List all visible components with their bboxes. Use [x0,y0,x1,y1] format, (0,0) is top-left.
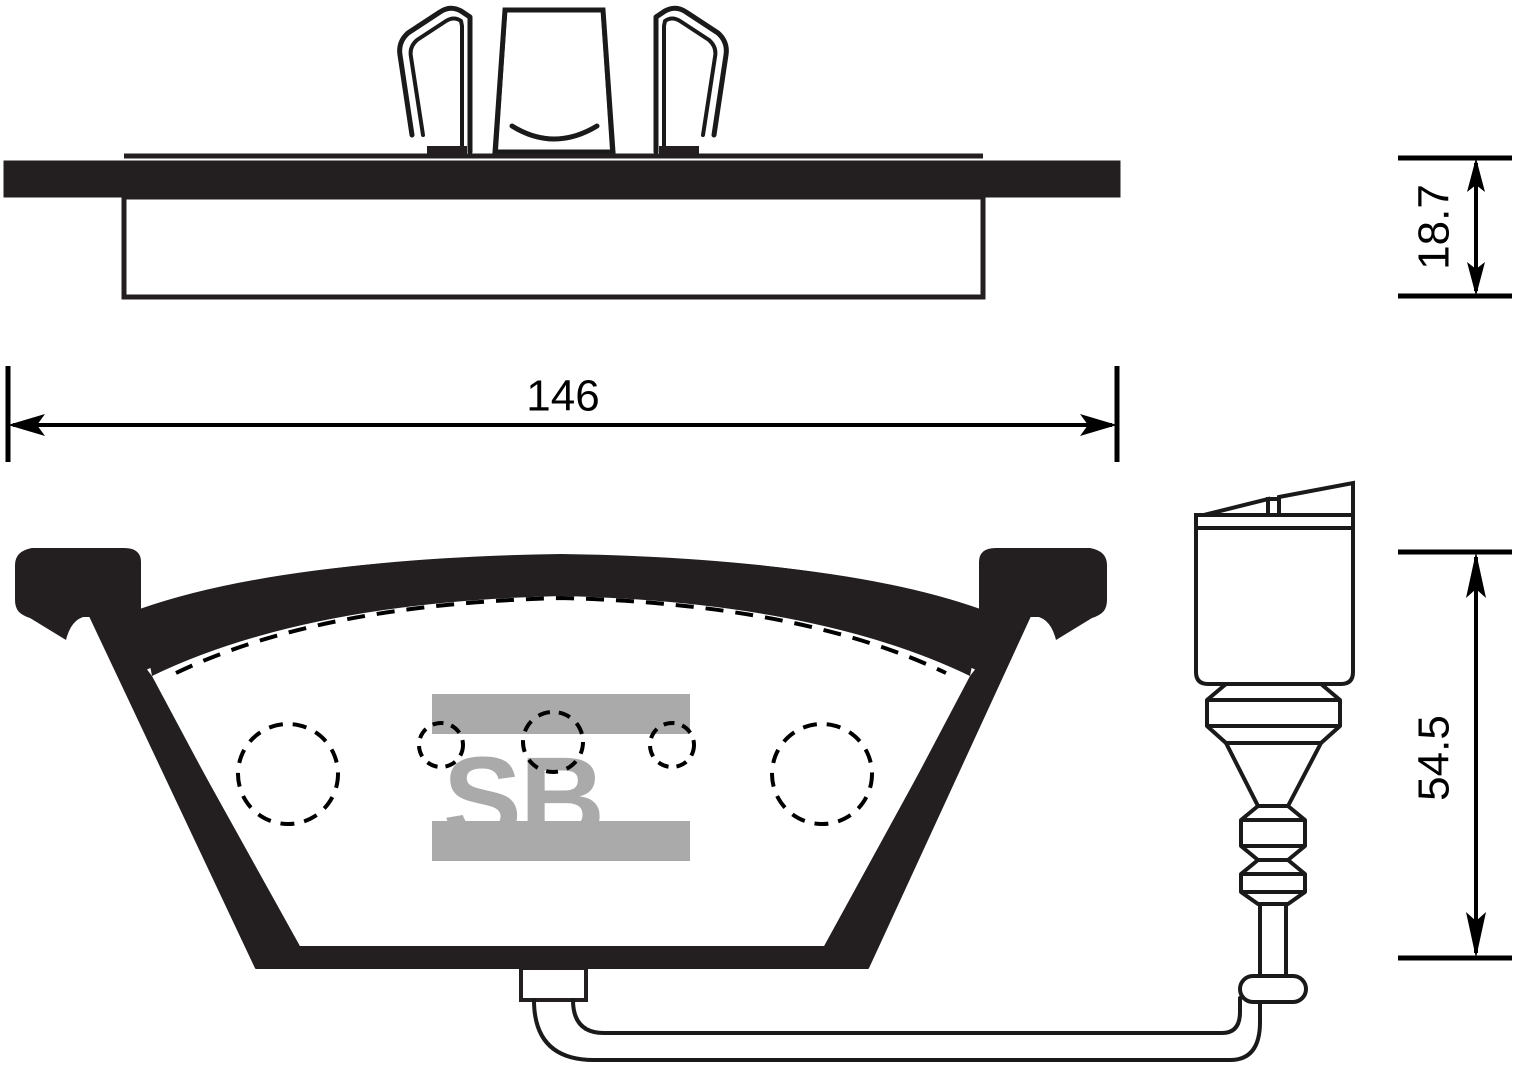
height-dimension-label: 54.5 [1410,715,1459,801]
pad-left-side-rail [106,616,308,968]
pad-hole-small-center [521,710,585,774]
brand-logo-text: SB [443,733,603,865]
spring-clip-top-view [397,5,729,156]
sensor-wire-outer [532,996,1262,1062]
pad-bottom-rail [296,946,828,968]
logo-bar-bottom [432,821,690,861]
spring-clip-right-wire-inner [662,16,718,154]
pad-chamfer-dashed-line [175,595,947,675]
pad-left-mounting-ear [16,549,140,640]
spring-clip-left-wire [397,5,473,155]
pad-hole-small-left [417,721,465,769]
friction-block-outline [121,194,986,300]
pad-hole-right-large [770,722,874,826]
pad-front-view: SB [15,548,1107,1002]
sensor-cap-right [1277,480,1355,517]
sensor-upper-ring [1205,682,1342,745]
spring-clip-left-wire-inner [408,16,464,154]
width-arrow-right [1080,414,1117,436]
sensor-cap-notch [1266,497,1281,517]
thickness-arrow-down [1467,262,1485,296]
height-arrow-down [1466,912,1486,958]
sensor-wire-inner [571,996,1242,1035]
pad-sensor-tab [519,966,588,1002]
sensor-boot-rib-2 [1239,858,1307,906]
sensor-cone-taper [1224,741,1323,808]
sensor-boot-rib-1 [1239,804,1307,862]
spring-clip-center-tab [492,7,616,155]
spring-clip-right-wire [653,5,729,155]
pad-hole-left-large [236,722,340,826]
pad-right-side-rail [816,616,1016,968]
pad-face-core [150,596,972,946]
spring-clip-center-tab-inner-curve [509,123,600,142]
height-dimension-group: 54.5 [1398,549,1512,961]
width-dimension-group: 146 [5,366,1120,462]
wear-sensor-connector [1194,480,1355,1004]
pad-hole-small-right [648,721,696,769]
spring-clip-left-foot [427,146,467,156]
width-dimension-label: 146 [526,372,599,421]
thickness-dimension-group: 18.7 [1398,155,1512,299]
sensor-lead-wire [532,996,1262,1062]
spring-clip-center-tab-left-edge [494,13,507,151]
sensor-grommet [1238,974,1308,1004]
sensor-body [1194,513,1355,686]
width-arrow-left [8,414,45,436]
spring-clip-center-tab-right-edge [601,13,614,151]
backing-plate-bar [3,160,1121,198]
spring-clip-right-foot [659,146,699,156]
height-arrow-up [1466,552,1486,598]
thickness-arrow-up [1467,158,1485,192]
pad-top-arch-band [140,554,982,676]
sensor-shank [1258,902,1288,978]
thickness-dimension-label: 18.7 [1410,184,1459,270]
pad-right-mounting-ear [982,549,1106,640]
pad-side-view [3,153,1121,300]
